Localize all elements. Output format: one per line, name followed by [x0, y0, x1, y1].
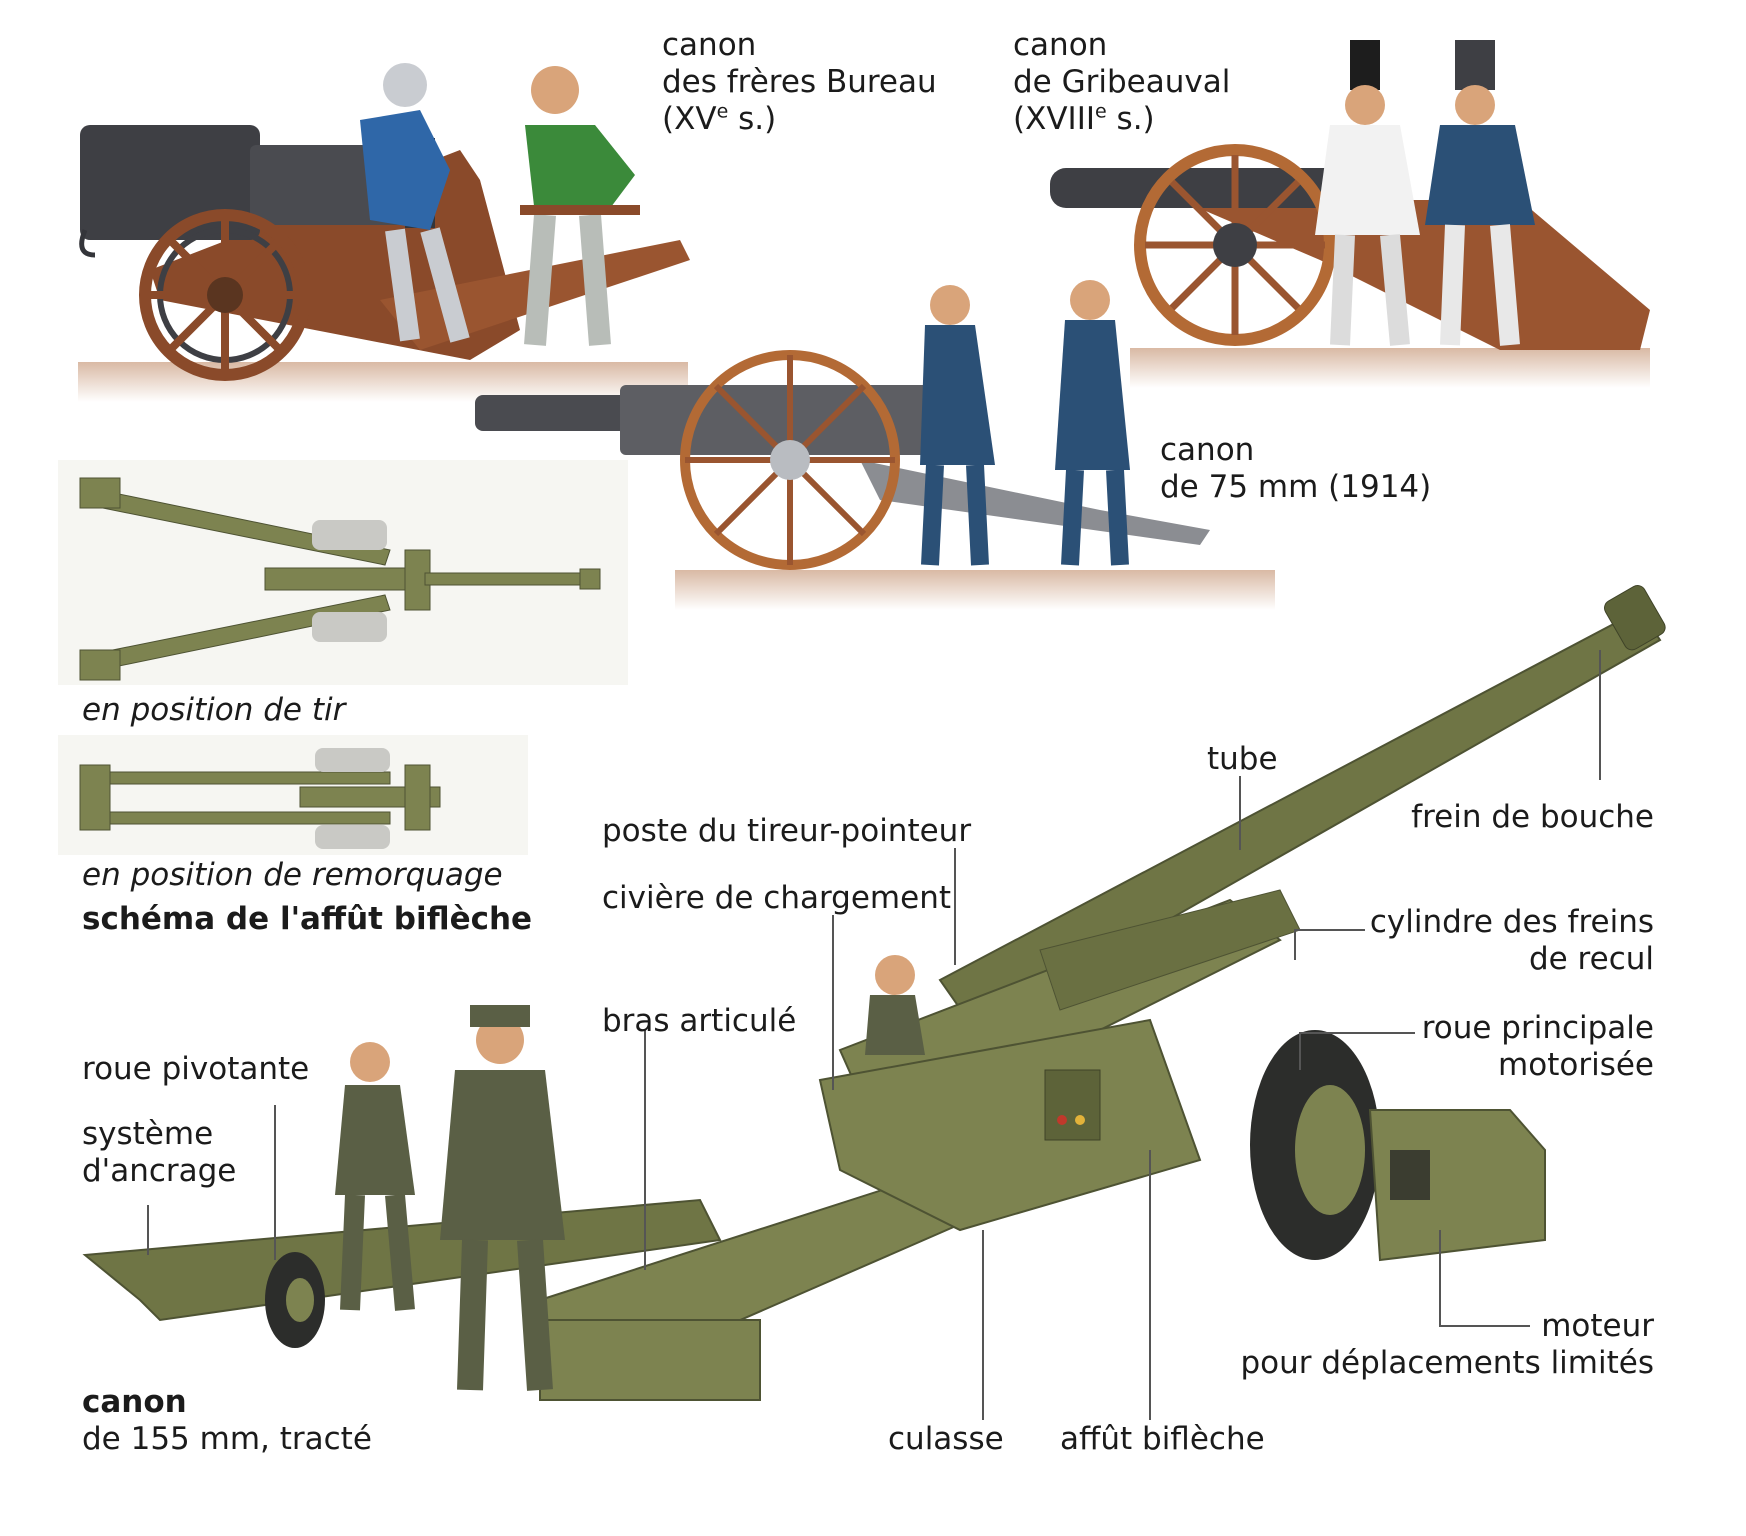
schema-firing-drawing: [58, 460, 628, 685]
m155-label-line2: de 155 mm, tracté: [82, 1421, 372, 1457]
gribeauval-label-line2: de Gribeauval: [1013, 64, 1231, 100]
bureau-label-line2: des frères Bureau: [662, 64, 937, 100]
main-wheel-line2: motorisée: [1498, 1047, 1654, 1083]
schema-firing-caption: en position de tir: [82, 692, 346, 728]
gribeauval-cannon: [1050, 40, 1650, 388]
recoil-cylinder-line1: cylindre des freins: [1369, 904, 1654, 940]
swivel-wheel-label: roue pivotante: [82, 1051, 310, 1087]
m155-label: canon de 155 mm, tracté: [82, 1384, 372, 1458]
anchor-line2: d'ancrage: [82, 1153, 237, 1189]
engine-line2: pour déplacements limités: [1240, 1345, 1654, 1381]
anchor-label: système d'ancrage: [82, 1116, 236, 1190]
m75-label: canon de 75 mm (1914): [1160, 432, 1431, 506]
schema-title: schéma de l'affût biflèche: [82, 901, 533, 937]
m75-label-line2: de 75 mm (1914): [1160, 469, 1432, 505]
gunner-post-label: poste du tireur-pointeur: [602, 813, 972, 849]
bureau-label-line1: canon: [662, 27, 757, 63]
bureau-label: canon des frères Bureau (XVe s.): [662, 27, 937, 138]
gribeauval-label: canon de Gribeauval (XVIIIe s.): [1013, 27, 1230, 138]
gribeauval-label-century: (XVIIIe s.): [1013, 100, 1155, 137]
tube-label: tube: [1207, 741, 1278, 777]
m155-label-line1: canon: [82, 1384, 187, 1420]
bureau-label-century: (XVe s.): [662, 100, 777, 137]
articulated-arm-label: bras articulé: [602, 1003, 797, 1039]
gribeauval-label-line1: canon: [1013, 27, 1108, 63]
leader-lines: [147, 650, 1601, 1420]
muzzle-brake-label: frein de bouche: [1411, 799, 1654, 835]
anchor-line1: système: [82, 1116, 214, 1152]
recoil-cylinder-line2: de recul: [1528, 941, 1654, 977]
main-wheel-line1: roue principale: [1421, 1010, 1654, 1046]
loading-tray-label: civière de chargement: [602, 880, 951, 916]
engine-line1: moteur: [1541, 1308, 1654, 1344]
m155-cannon: [82, 585, 1666, 1401]
schema-towing-caption: en position de remorquage: [82, 857, 503, 893]
breech-label: culasse: [888, 1421, 1004, 1457]
main-wheel-label: roue principale motorisée: [1422, 1010, 1654, 1084]
schema-towing-drawing: [58, 735, 528, 855]
bureau-cannon: [78, 63, 690, 402]
m75-label-line1: canon: [1160, 432, 1255, 468]
split-trail-label: affût biflèche: [1060, 1421, 1265, 1457]
recoil-cylinder-label: cylindre des freins de recul: [1370, 904, 1654, 978]
m75-cannon: [475, 280, 1275, 610]
engine-label: moteur pour déplacements limités: [1240, 1308, 1654, 1382]
